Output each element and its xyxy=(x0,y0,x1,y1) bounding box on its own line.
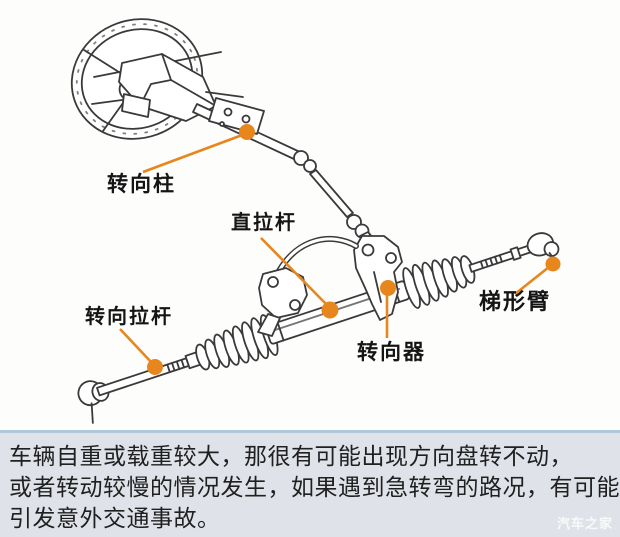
marker-dot-tie-rod xyxy=(147,359,163,375)
marker-dot-drag-link xyxy=(321,301,339,319)
label-steering-gear: 转向器 xyxy=(357,339,426,364)
steering-system-diagram xyxy=(70,18,561,424)
label-trapezoid-arm: 梯形臂 xyxy=(479,289,552,315)
marker-dot-steering-column xyxy=(239,124,255,140)
caption-line-2: 或者转动较慢的情况发生，如果遇到急转弯的路况，有可能 xyxy=(9,475,620,501)
caption-line-3: 引发意外交通事故。 xyxy=(9,506,221,532)
rack-mount-bracket-drawing xyxy=(257,267,308,337)
marker-dot-trapezoid-arm xyxy=(545,256,561,272)
caption-panel: 车辆自重或载重较大，那很有可能出现方向盘转不动， 或者转动较慢的情况发生，如果遇… xyxy=(0,430,620,537)
caption-line-1: 车辆自重或载重较大，那很有可能出现方向盘转不动， xyxy=(9,444,573,470)
label-steering-column: 转向柱 xyxy=(107,171,176,196)
label-drag-link: 直拉杆 xyxy=(231,210,297,234)
intermediate-shaft-drawing xyxy=(293,150,379,250)
callout-markers xyxy=(119,124,561,375)
marker-dot-steering-gear xyxy=(380,280,396,296)
steering-gear-housing-drawing xyxy=(353,235,403,321)
label-steering-tie-rod: 转向拉杆 xyxy=(85,304,173,328)
watermark-autohome: 汽车之家 xyxy=(556,517,613,532)
